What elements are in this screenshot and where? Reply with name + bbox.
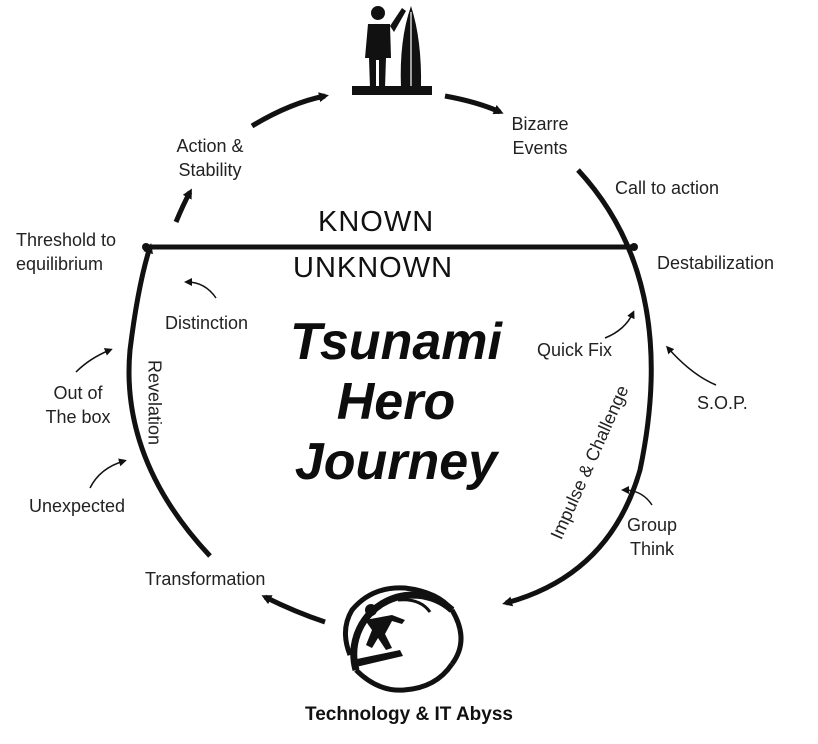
title-line-3: Journey — [294, 433, 498, 491]
person-with-surfboard-icon — [352, 6, 432, 95]
stage-destabilization: Destabilization — [657, 253, 775, 273]
curved-arrow-icon — [89, 458, 127, 489]
arc-bottom-left — [261, 594, 326, 625]
stage-out-of-box: Out of The box — [45, 383, 111, 427]
arc-right-descent — [502, 168, 654, 607]
stage-bizarre-events: Bizarre Events — [511, 114, 569, 158]
stage-unexpected: Unexpected — [29, 496, 126, 516]
arc-top-right — [444, 93, 504, 115]
stage-action-stability: Action & Stability — [176, 136, 244, 180]
stage-distinction: Distinction — [165, 313, 249, 333]
abyss-caption: Technology & IT Abyss — [305, 704, 513, 725]
unknown-label: UNKNOWN — [293, 252, 454, 284]
stage-call-to-action: Call to action — [615, 178, 720, 198]
title-line-2: Hero — [336, 373, 456, 431]
stage-sop: S.O.P. — [697, 393, 748, 413]
arc-upper-left — [173, 188, 193, 223]
curved-arrow-icon — [666, 345, 717, 386]
curved-arrow-icon — [621, 486, 653, 506]
stage-revelation: Revelation — [144, 359, 165, 446]
known-label: KNOWN — [318, 206, 435, 238]
surfer-in-wave-icon — [343, 585, 464, 693]
stage-quick-fix: Quick Fix — [537, 340, 613, 360]
curved-arrow-icon — [604, 310, 635, 339]
stage-group-think: Group Think — [626, 515, 678, 559]
diagram-title: Tsunami Hero Journey — [236, 312, 556, 492]
stage-threshold: Threshold to equilibrium — [16, 230, 117, 274]
curved-arrow-icon — [75, 348, 113, 373]
stage-transformation: Transformation — [145, 569, 266, 589]
arc-top-left — [250, 92, 329, 129]
arc-left-ascent — [126, 243, 212, 558]
curved-arrow-icon — [184, 278, 217, 299]
title-line-1: Tsunami — [290, 313, 502, 371]
